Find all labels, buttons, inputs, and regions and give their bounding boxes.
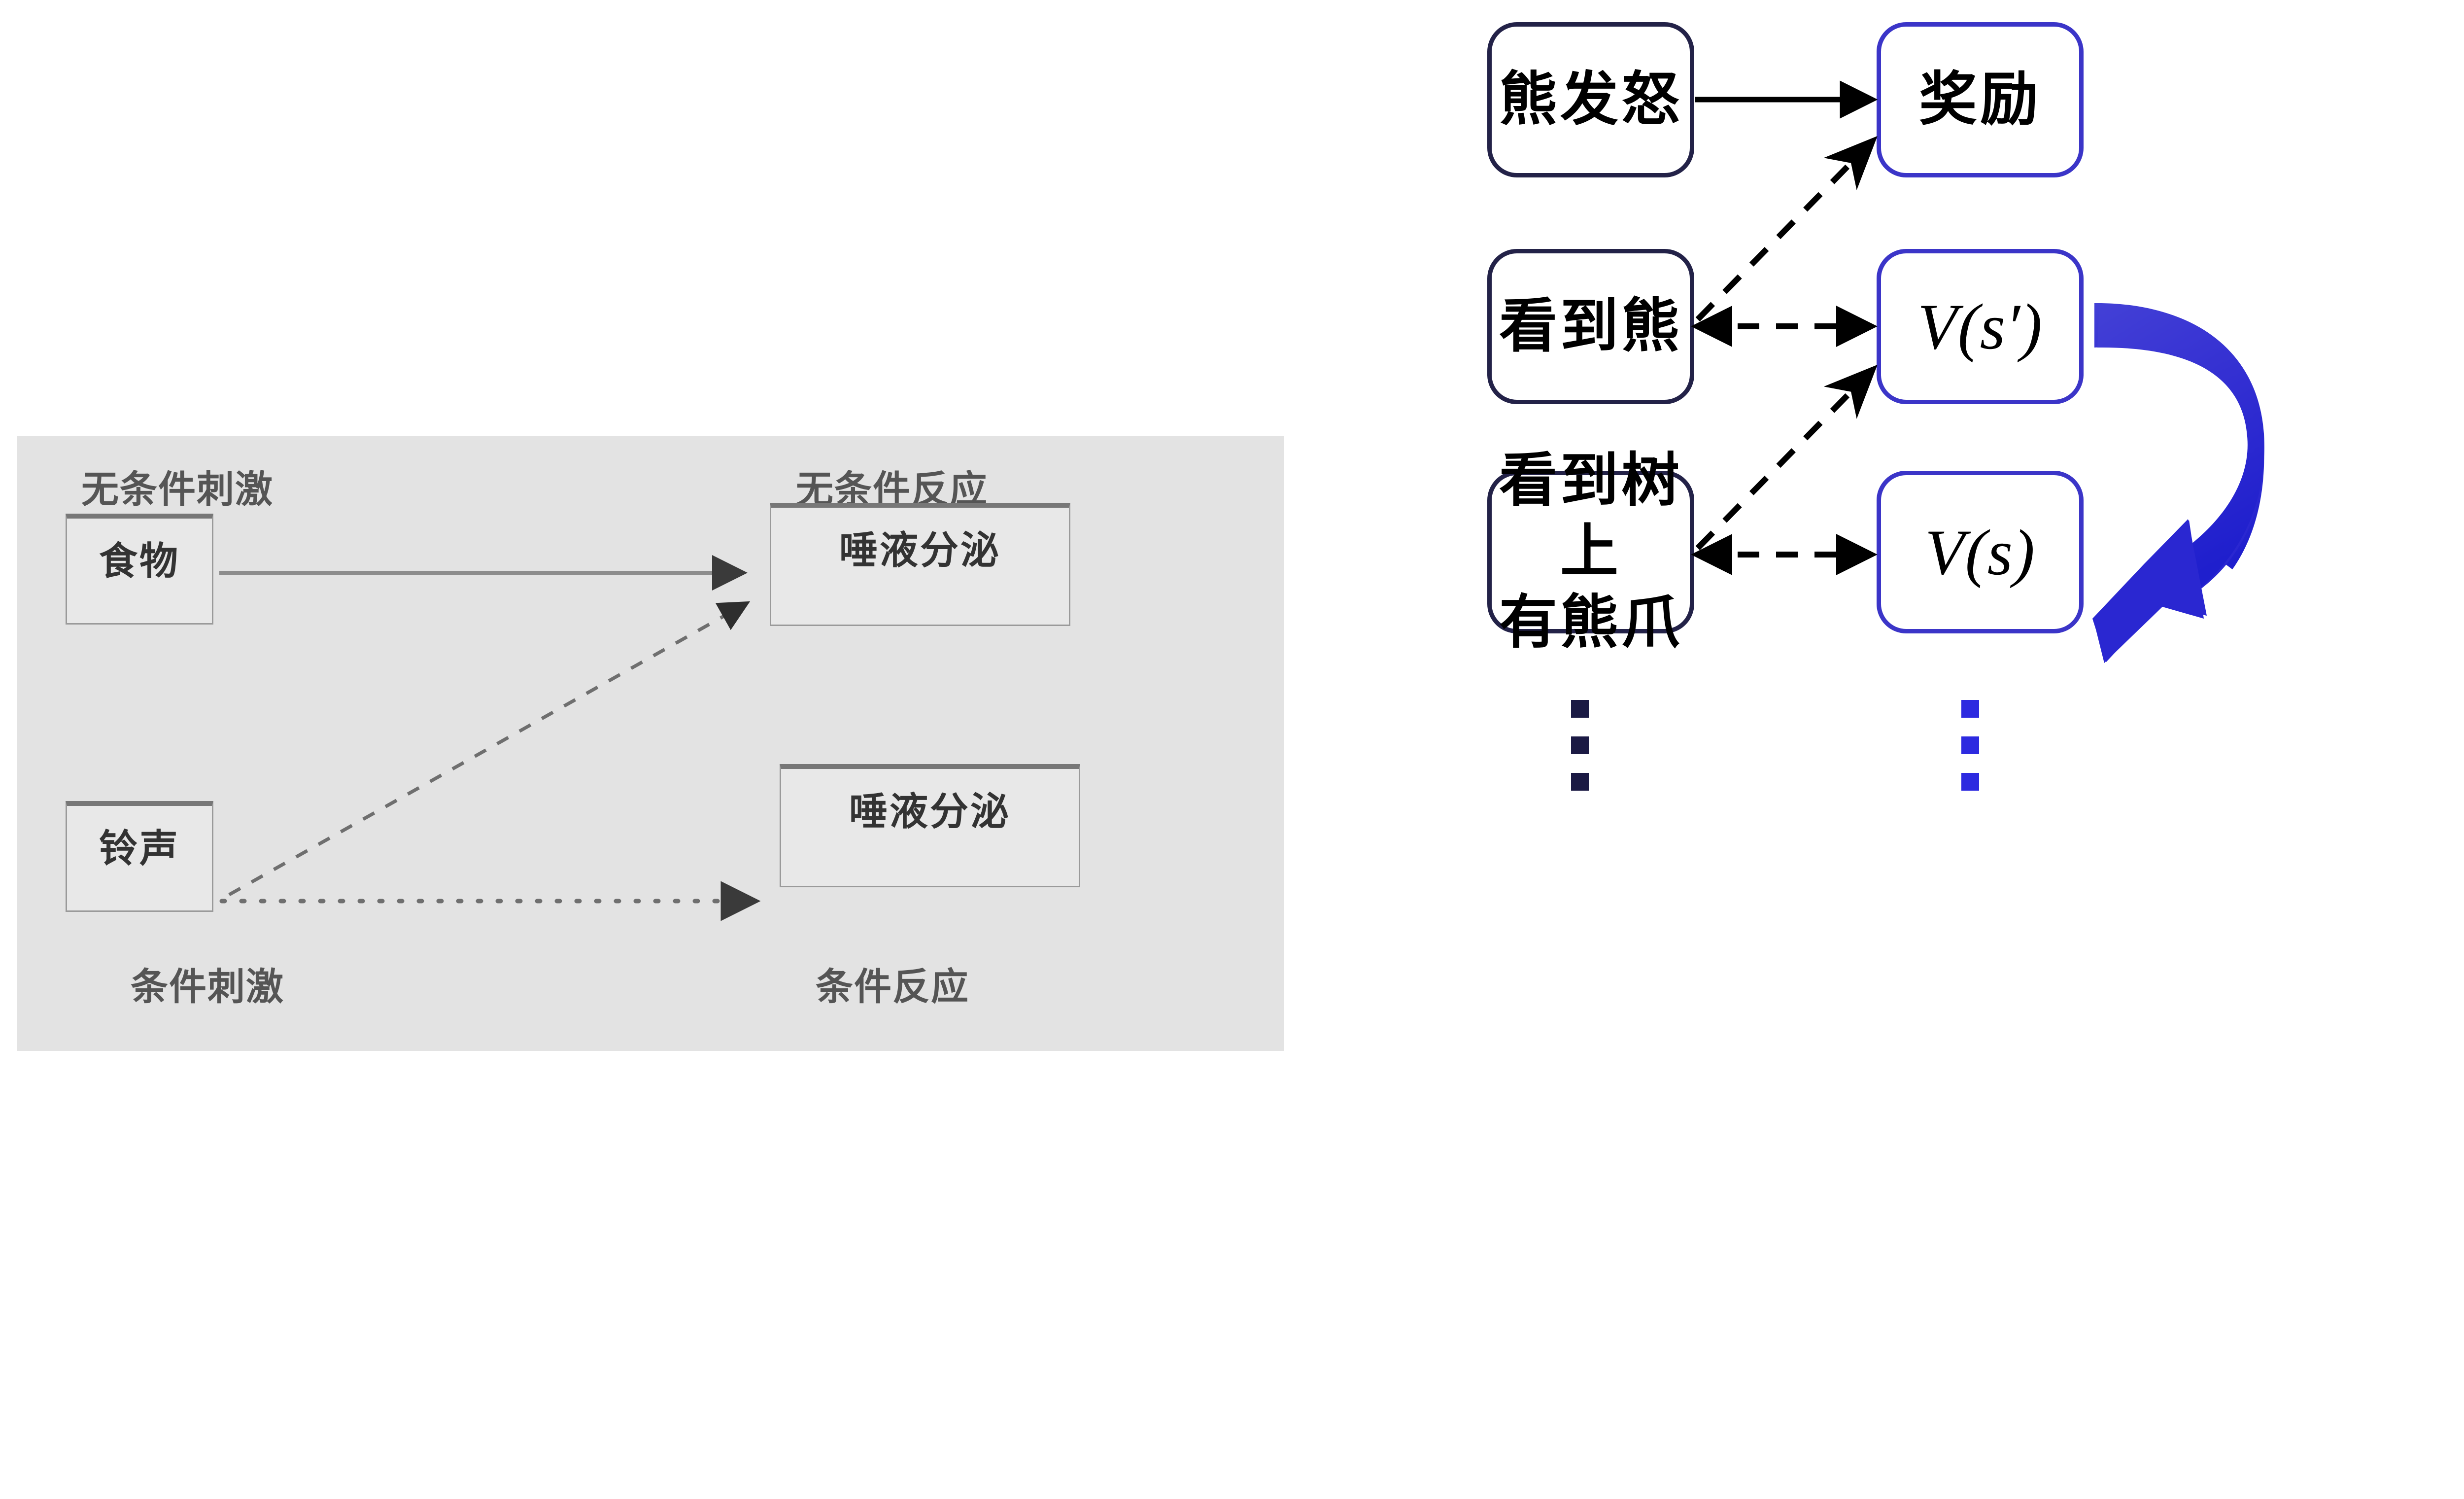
state-box-see-claw-label: 看到树上 有熊爪 [1499,448,1682,655]
box-food: 食物 [66,514,213,625]
box-food-label: 食物 [99,539,180,583]
state-box-bear-anger-label: 熊发怒 [1499,67,1682,132]
value-box-reward[interactable]: 奖励 [1877,22,2084,177]
state-box-see-bear[interactable]: 看到熊 [1487,249,1694,404]
box-bell-label: 铃声 [99,827,180,870]
ellipsis-dot [1571,700,1589,718]
update-cycle-arrow-icon [2092,303,2264,663]
value-box-v-s-prime-label: V(s′) [1917,290,2043,363]
box-salivation-unconditioned: 唾液分泌 [770,503,1070,626]
value-box-reward-label: 奖励 [1918,67,2041,132]
state-box-see-claw[interactable]: 看到树上 有熊爪 [1487,448,1694,655]
ellipsis-dot [1571,736,1589,754]
value-box-v-s-label: V(s) [1925,516,2035,589]
unconditioned-stimulus-label: 无条件刺激 [81,469,274,511]
edge-bell-to-salivation-diagonal [228,601,751,897]
value-box-v-s[interactable]: V(s) [1877,471,2084,633]
ellipsis-dot [1961,773,1979,791]
edge-see-bear-to-reward [1695,136,1878,322]
classical-conditioning-panel: 无条件刺激 无条件反应 条件刺激 条件反应 食物 铃声 唾液分泌 唾液分泌 [17,436,1284,1051]
value-function-edges [1691,80,1878,575]
ellipsis-dot [1961,700,1979,718]
value-box-v-s-prime[interactable]: V(s′) [1877,249,2084,404]
ellipsis-dot [1961,736,1979,754]
box-salivation-conditioned: 唾液分泌 [780,764,1080,887]
box-salivation-conditioned-label: 唾液分泌 [849,790,1011,833]
edge-see-claw-to-v-s-prime [1695,364,1878,551]
value-function-panel: 熊发怒 看到熊 看到树上 有熊爪 奖励 V(s′) V(s) [1429,0,2464,1499]
ellipsis-right [1961,700,1979,791]
ellipsis-dot [1571,773,1589,791]
box-salivation-unconditioned-label: 唾液分泌 [839,528,1001,572]
ellipsis-left [1571,700,1589,791]
state-box-bear-anger[interactable]: 熊发怒 [1487,22,1694,177]
conditioned-response-label: 条件反应 [816,966,969,1008]
conditioned-stimulus-label: 条件刺激 [131,966,284,1008]
classical-conditioning-edges [219,555,761,921]
box-bell: 铃声 [66,801,213,912]
state-box-see-bear-label: 看到熊 [1499,293,1682,359]
